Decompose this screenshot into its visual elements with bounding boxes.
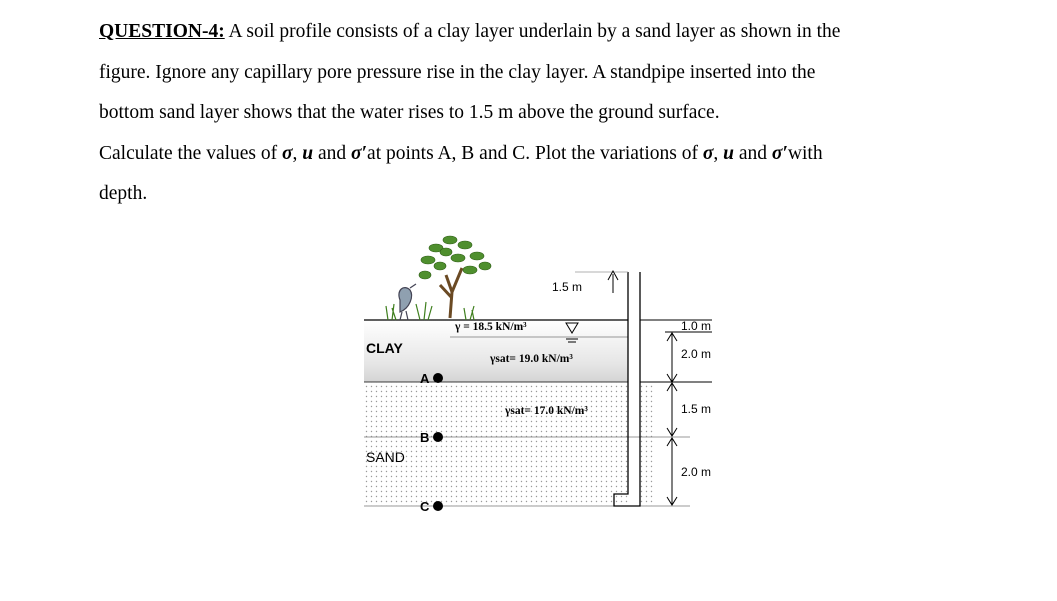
sigma-eff-symbol: σ′ <box>351 142 368 164</box>
right-dimensions <box>640 319 712 506</box>
sand-label: SAND <box>366 449 405 465</box>
dim-top-arrowhead <box>607 269 619 281</box>
q4-text-a: Calculate the values of <box>99 142 283 164</box>
sigma-symbol: σ <box>282 142 293 164</box>
q4-comma: , <box>292 142 303 164</box>
grass-illustration <box>385 301 475 321</box>
sand-layer <box>364 382 628 506</box>
q4-and: and <box>313 142 352 164</box>
sigma-symbol-2: σ <box>702 142 714 164</box>
point-c-marker <box>433 501 443 511</box>
u-symbol-2: u <box>723 142 734 164</box>
dim-3-label: 1.5 m <box>681 402 711 416</box>
question-line-2: figure. Ignore any capillary pore pressu… <box>99 61 816 83</box>
dim-1-label: 1.0 m <box>681 319 711 333</box>
water-table-symbol <box>565 322 579 343</box>
gamma-clay-top: γ = 18.5 kN/m³ <box>454 321 527 333</box>
q4-text-c: with <box>787 142 823 164</box>
question-line-1-text: A soil profile consists of a clay layer … <box>224 21 841 42</box>
point-b-label: B <box>420 430 429 445</box>
point-c-label: C <box>420 499 430 514</box>
dim-4-label: 2.0 m <box>681 465 711 479</box>
tree-illustration <box>418 235 492 319</box>
question-line-4: Calculate the values of σ, u and σ′at po… <box>99 134 999 175</box>
point-b-marker <box>433 432 443 442</box>
clay-label: CLAY <box>366 340 403 356</box>
q4-and-2: and <box>734 142 772 164</box>
question-label: QUESTION-4: <box>99 21 225 42</box>
sand-strip-right <box>640 382 654 506</box>
question-line-1: QUESTION-4: A soil profile consists of a… <box>99 12 999 53</box>
dim-top-label: 1.5 m <box>552 280 582 294</box>
question-text: QUESTION-4: A soil profile consists of a… <box>99 12 999 215</box>
bird-illustration <box>398 283 417 321</box>
gamma-sat-sand: γsat= 17.0 kN/m³ <box>504 405 588 417</box>
standpipe <box>613 272 641 507</box>
u-symbol: u <box>302 142 314 164</box>
sigma-eff-symbol-2: σ′ <box>771 142 788 164</box>
clay-layer <box>364 320 628 382</box>
point-a-label: A <box>420 371 430 386</box>
gamma-sat-clay: γsat= 19.0 kN/m³ <box>489 353 573 365</box>
question-line-3: bottom sand layer shows that the water r… <box>99 102 720 123</box>
q4-comma-2: , <box>713 142 724 164</box>
question-line-5: depth. <box>99 183 148 204</box>
point-a-marker <box>433 373 443 383</box>
q4-text-b: at points A, B and C. Plot the variation… <box>367 142 703 164</box>
dim-2-label: 2.0 m <box>681 347 711 361</box>
